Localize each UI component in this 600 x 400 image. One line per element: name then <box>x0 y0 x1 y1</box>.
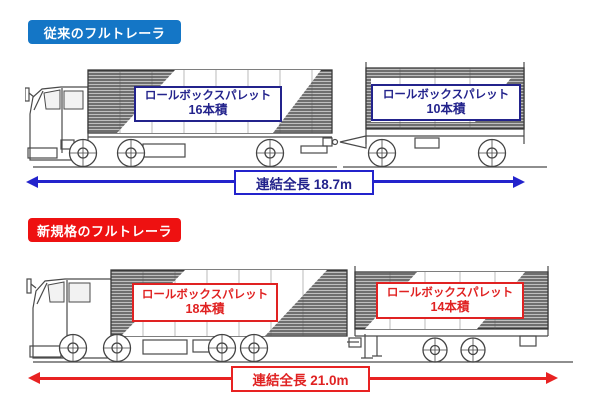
new-standard-badge: 新規格のフルトレーラ <box>28 218 181 242</box>
arrow-right-icon <box>546 372 558 384</box>
load-count-text: 10本積 <box>426 101 466 116</box>
new-standard-trailer-load-label: ロールボックスパレット 14本積 <box>376 282 524 319</box>
load-label-text: ロールボックスパレット <box>141 288 269 301</box>
new-standard-truck-load-label: ロールボックスパレット 18本積 <box>132 283 278 322</box>
conventional-trailer-load-label: ロールボックスパレット 10本積 <box>371 84 521 121</box>
trailer-drawbar <box>331 135 367 149</box>
truck-wheels <box>58 333 269 363</box>
load-label-text: ロールボックスパレット <box>144 90 272 102</box>
close-coupling <box>347 334 373 359</box>
arrow-left-icon <box>28 372 40 384</box>
trailer-wheels <box>422 337 486 363</box>
truck-wheels <box>68 138 285 168</box>
arrow-right-icon <box>513 176 525 188</box>
load-count-text: 16本積 <box>188 103 228 118</box>
load-label-text: ロールボックスパレット <box>382 88 510 101</box>
conventional-badge: 従来のフルトレーラ <box>28 20 181 44</box>
load-label-text: ロールボックスパレット <box>386 286 514 299</box>
new-standard-length-label: 連結全長 21.0m <box>231 366 370 392</box>
load-count-text: 18本積 <box>185 301 225 316</box>
conventional-truck-load-label: ロールボックスパレット 16本積 <box>134 86 282 122</box>
conventional-length-label: 連結全長 18.7m <box>234 170 374 195</box>
load-count-text: 14本積 <box>430 299 470 314</box>
arrow-left-icon <box>26 176 38 188</box>
trailer-wheels <box>367 138 507 168</box>
